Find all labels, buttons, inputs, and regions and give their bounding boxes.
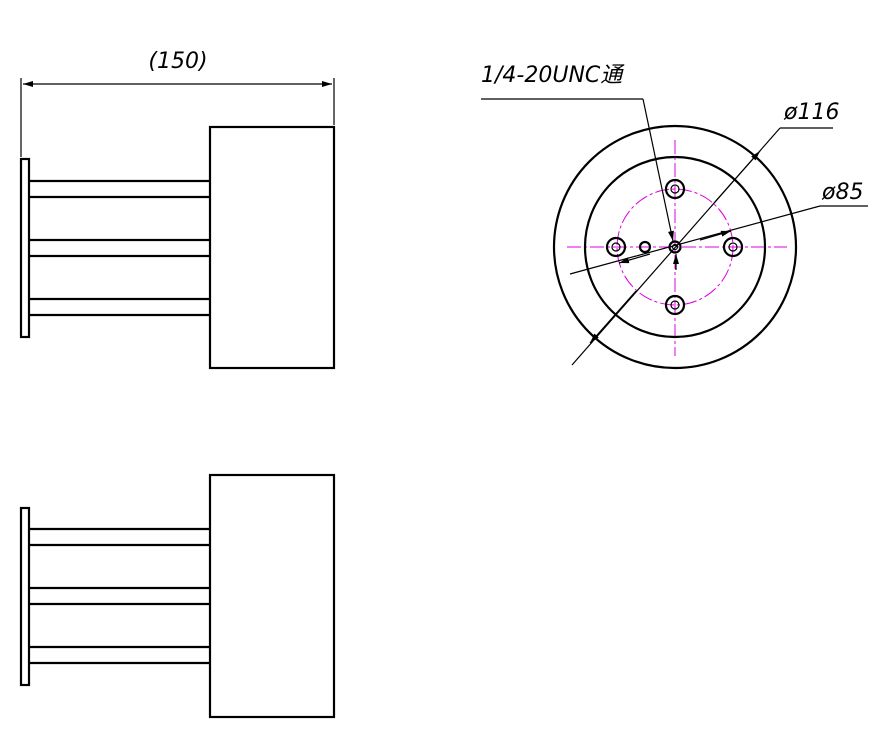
bolt-circle-dimension: ø85 [569,180,868,275]
standoff-rods-bottom [29,527,210,665]
mounting-hole-left [605,236,627,258]
housing-body-bottom [208,473,336,719]
inner-circle [583,155,767,339]
thread-callout-label: 1/4-20UNC通 [481,63,625,88]
outer-diameter-label: ø116 [783,100,839,125]
standoff-rods-top [29,179,210,317]
base-flange-top [19,157,31,339]
mounting-hole-bottom [664,294,686,316]
pin-hole [638,240,652,254]
side-view-top [19,125,336,370]
base-flange-bottom [19,506,31,687]
bolt-circle-label: ø85 [821,180,863,205]
outer-diameter-dimension: ø116 [571,100,839,366]
side-view-bottom [19,473,336,719]
mounting-hole-right [722,236,744,258]
thread-callout: 1/4-20UNC通 [481,63,679,270]
overall-length-label: (150) [148,49,207,74]
housing-body-top [208,125,336,370]
bolt-circle [616,188,734,306]
mounting-hole-top [664,178,686,200]
outer-circle [552,124,798,370]
overall-length-dimension: (150) [20,49,335,157]
end-view: 1/4-20UNC通 ø116 ø85 [481,63,868,370]
